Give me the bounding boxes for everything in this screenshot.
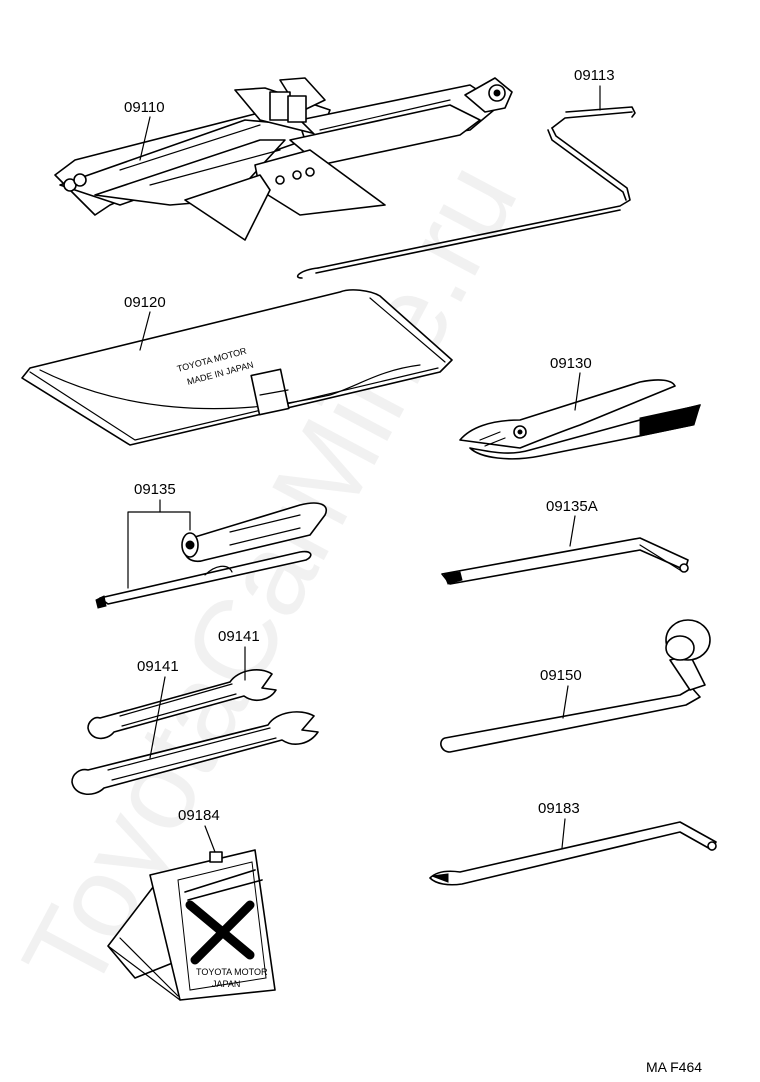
open-end-wrench-lower — [71, 711, 319, 795]
part-number-jack-handle: 09113 — [574, 67, 615, 84]
scissor-jack — [54, 77, 513, 241]
warning-plate: TOYOTA MOTOR JAPAN — [107, 849, 276, 1001]
part-number-triangle: 09184 — [178, 807, 220, 824]
open-end-wrench-upper — [87, 669, 277, 740]
part-number-wrench-lower: 09141 — [137, 658, 179, 675]
leader-09135A — [569, 515, 576, 547]
screwdriver-bar — [441, 537, 689, 585]
leader-09183 — [561, 818, 566, 849]
part-number-tool-bag: 09120 — [124, 294, 166, 311]
hub-nut-wrench — [429, 821, 717, 886]
leader-09184 — [204, 825, 216, 853]
leader-09110 — [139, 116, 151, 161]
leader-09130 — [574, 372, 581, 411]
triangle-stamp-line1: TOYOTA MOTOR — [196, 967, 268, 977]
leader-09120 — [139, 311, 151, 351]
tool-bag: TOYOTA MOTOR MADE IN JAPAN — [21, 289, 453, 446]
leader-09135 — [127, 511, 191, 589]
leader-09141-lower — [149, 676, 166, 759]
leader-09150 — [562, 685, 569, 719]
pliers — [459, 379, 701, 460]
screwdriver — [95, 502, 327, 609]
triangle-stamp-line2: JAPAN — [212, 979, 240, 989]
part-number-wrench-upper: 09141 — [218, 628, 260, 645]
part-number-hub-nut-wrench: 09183 — [538, 800, 580, 817]
part-number-jack: 09110 — [124, 99, 165, 116]
part-number-screwdriver: 09135 — [134, 481, 176, 498]
part-number-screwdriver-a: 09135A — [546, 498, 598, 515]
figure-code: MA F464 — [646, 1059, 702, 1075]
jack-handle — [296, 106, 636, 279]
part-number-lug-wrench: 09150 — [540, 667, 582, 684]
part-number-pliers: 09130 — [550, 355, 592, 372]
lug-wrench — [440, 619, 711, 753]
